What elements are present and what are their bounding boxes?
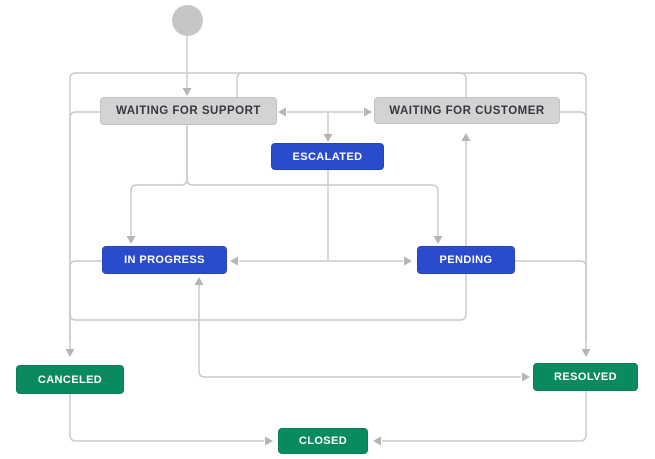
start-node[interactable]	[172, 5, 203, 36]
arrowhead-left-icon	[230, 256, 238, 266]
status-escalated[interactable]: ESCALATED	[271, 143, 384, 170]
arrowhead-up-icon	[461, 133, 471, 141]
edge-line	[69, 141, 467, 321]
arrowhead-down-icon	[433, 236, 443, 244]
arrowhead-right-icon	[364, 107, 372, 117]
edge-line	[198, 285, 521, 378]
edge-line	[382, 391, 587, 442]
arrowhead-right-icon	[265, 436, 273, 446]
arrowhead-down-icon	[126, 236, 136, 244]
edge-line	[69, 111, 100, 340]
edge-line	[515, 260, 587, 340]
status-resolved[interactable]: RESOLVED	[533, 363, 638, 391]
arrowhead-down-icon	[581, 349, 591, 357]
edge-wfs-left-to-rail	[69, 111, 100, 340]
status-closed[interactable]: CLOSED	[278, 428, 368, 454]
edge-wfc-top-to-canceled	[65, 72, 467, 357]
edge-in-progress-resolved-bidirectional	[194, 277, 530, 382]
edge-line	[69, 394, 264, 442]
arrowhead-down-icon	[323, 134, 333, 142]
arrowhead-right-icon	[404, 256, 412, 266]
edge-wfs-to-pending	[186, 125, 443, 244]
edge-pending-to-resolved	[515, 260, 587, 340]
arrowhead-up-icon	[194, 277, 204, 285]
edge-canceled-to-closed	[69, 394, 273, 446]
edge-line	[69, 72, 467, 349]
status-waiting-for-support[interactable]: WAITING FOR SUPPORT	[100, 97, 277, 125]
edge-to-escalated	[323, 112, 333, 142]
arrowhead-right-icon	[522, 372, 530, 382]
arrowhead-left-icon	[373, 436, 381, 446]
edge-wfs-to-in-progress	[126, 125, 188, 244]
arrowhead-down-icon	[65, 349, 75, 357]
edge-wfs-wfc-bidirectional	[278, 107, 372, 117]
edge-resolved-to-closed	[373, 391, 587, 446]
arrowhead-left-icon	[278, 107, 286, 117]
edge-in-progress-pending-bidirectional	[230, 256, 412, 266]
edge-wfc-right-to-rail	[560, 111, 587, 340]
edge-line	[130, 125, 188, 236]
status-waiting-for-customer[interactable]: WAITING FOR CUSTOMER	[374, 97, 560, 124]
status-canceled[interactable]: CANCELED	[16, 365, 124, 394]
status-in-progress[interactable]: IN PROGRESS	[102, 246, 227, 274]
status-pending[interactable]: PENDING	[417, 246, 515, 274]
arrowhead-down-icon	[182, 88, 192, 96]
edge-start-to-waiting-for-support	[182, 36, 192, 96]
edge-line	[186, 125, 439, 236]
edge-line	[560, 111, 587, 340]
edge-in-progress-to-wfc	[69, 133, 471, 321]
